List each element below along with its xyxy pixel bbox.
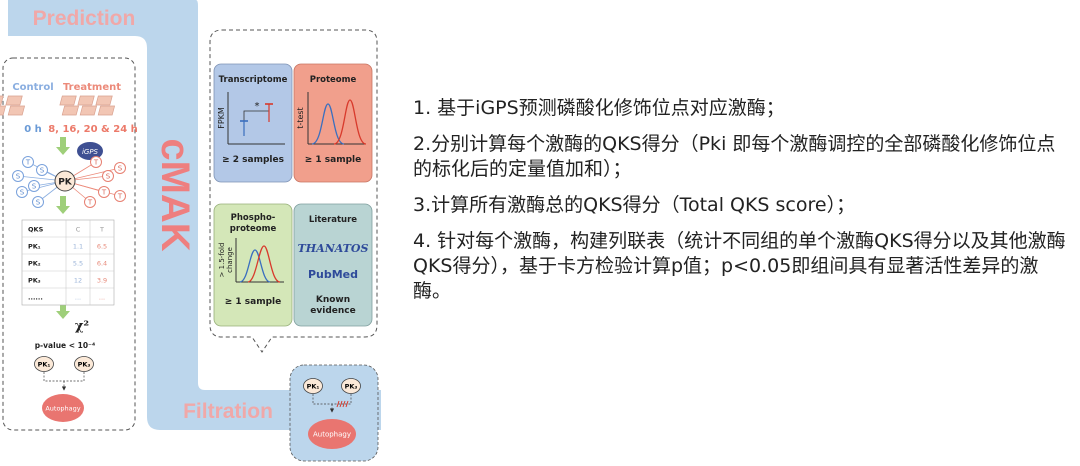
control-label: Control <box>12 82 53 93</box>
svg-text:t-test: t-test <box>296 107 305 128</box>
svg-text:T: T <box>87 199 93 207</box>
svg-text:PK₃: PK₃ <box>78 361 91 369</box>
igps-logo: iGPS <box>77 142 103 160</box>
cmak-workflow-diagram: Prediction cMAK Filtration Control Treat… <box>0 0 381 462</box>
control-time: 0 h <box>24 124 42 135</box>
svg-text:T: T <box>117 193 123 201</box>
qks-cell: PK₂ <box>28 260 41 268</box>
svg-text:S: S <box>16 173 21 181</box>
svg-text:≥ 2 samples: ≥ 2 samples <box>222 155 284 165</box>
svg-text:T: T <box>25 159 31 167</box>
svg-text:T: T <box>101 189 107 197</box>
qks-cell: ... <box>75 294 81 302</box>
qks-cell: PK₁ <box>28 243 41 251</box>
control-samples <box>0 95 26 116</box>
treatment-samples <box>59 95 116 116</box>
thanatos-logo: THANATOS <box>298 242 369 255</box>
svg-text:S: S <box>36 199 41 207</box>
svg-text:PK₁: PK₁ <box>38 361 51 369</box>
svg-text:> 1.5-fold: > 1.5-fold <box>218 243 226 278</box>
treatment-label: Treatment <box>63 82 121 93</box>
qks-cell: 1.1 <box>73 243 83 251</box>
filtration-result: PK₁ PK₃ Autophagy <box>289 364 379 462</box>
svg-text:≥ 1 sample: ≥ 1 sample <box>225 297 282 307</box>
kinase-network: T S S S S S T S T T S T PK <box>12 156 126 208</box>
qks-cell: PK₃ <box>28 277 41 285</box>
svg-text:PK₁: PK₁ <box>307 383 320 391</box>
svg-text:FPKM: FPKM <box>217 107 226 129</box>
treatment-time: 8, 16, 20 & 24 h <box>48 124 138 135</box>
step-2: 2.分别计算每个激酶的QKS得分（Pki 即每个激酶调控的全部磷酸化修饰位点的标… <box>413 133 1056 180</box>
qks-header-cell: C <box>76 226 81 234</box>
qks-cell: 6.5 <box>97 243 107 251</box>
svg-text:S: S <box>20 189 25 197</box>
qks-cell: 6.4 <box>97 260 107 268</box>
literature-panel: Literature THANATOS PubMed Known evidenc… <box>293 203 373 327</box>
step-3: 3.计算所有激酶总的QKS得分（Total QKS score）； <box>413 194 856 216</box>
qks-cell: ... <box>99 294 105 302</box>
pipeline-band <box>8 0 381 430</box>
filtration-title: Filtration <box>183 400 273 423</box>
svg-text:S: S <box>118 165 123 173</box>
svg-text:S: S <box>40 167 45 175</box>
svg-text:iGPS: iGPS <box>82 148 99 156</box>
autophagy-right: Autophagy <box>313 431 351 439</box>
pubmed-logo: PubMed <box>308 268 358 281</box>
autophagy-left: Autophagy <box>45 405 80 413</box>
proteome-panel: Proteome t-test ≥ 1 sample <box>293 63 373 183</box>
steps-list: 1. 基于iGPS预测磷酸化修饰位点对应激酶； 2.分别计算每个激酶的QKS得分… <box>413 96 1073 315</box>
step-4: 4. 针对每个激酶，构建列联表（统计不同组的单个激酶QKS得分以及其他激酶QKS… <box>413 230 1066 302</box>
svg-text:Phospho-: Phospho- <box>231 213 276 223</box>
phosphoproteome-panel: Phospho- proteome > 1.5-fold change ≥ 1 … <box>213 203 293 327</box>
svg-text:Transcriptome: Transcriptome <box>219 75 288 85</box>
svg-text:PK₃: PK₃ <box>345 383 358 391</box>
prediction-title: Prediction <box>33 7 136 30</box>
svg-text:*: * <box>255 101 260 112</box>
svg-text:Proteome: Proteome <box>310 75 357 85</box>
step-1: 1. 基于iGPS预测磷酸化修饰位点对应激酶； <box>413 97 785 119</box>
green-arrows <box>56 137 70 319</box>
chi-square-label: χ² <box>75 319 89 334</box>
qks-cell: 5.5 <box>73 260 83 268</box>
qks-cell: 12 <box>74 277 82 285</box>
cmak-label: cMAK <box>153 138 197 251</box>
svg-text:change: change <box>226 247 234 273</box>
qks-header-cell: T <box>99 226 104 234</box>
svg-text:≥ 1 sample: ≥ 1 sample <box>305 155 362 165</box>
pk-node: PK <box>58 178 73 188</box>
qks-header-cell: QKS <box>28 226 44 234</box>
svg-text:S: S <box>106 173 111 181</box>
svg-text:proteome: proteome <box>230 224 277 234</box>
svg-text:Known: Known <box>316 295 350 305</box>
svg-text:Literature: Literature <box>309 215 357 225</box>
qks-cell: 3.9 <box>97 277 107 285</box>
transcriptome-panel: Transcriptome FPKM * ≥ 2 samples <box>213 63 293 183</box>
svg-text:S: S <box>32 183 37 191</box>
svg-text:T: T <box>93 159 99 167</box>
left-pk-nodes: PK₁ PK₃ Autophagy <box>34 356 94 422</box>
svg-text:evidence: evidence <box>310 306 355 316</box>
qks-cell: ...... <box>28 294 43 302</box>
pvalue-label: p-value < 10⁻⁴ <box>35 341 96 350</box>
